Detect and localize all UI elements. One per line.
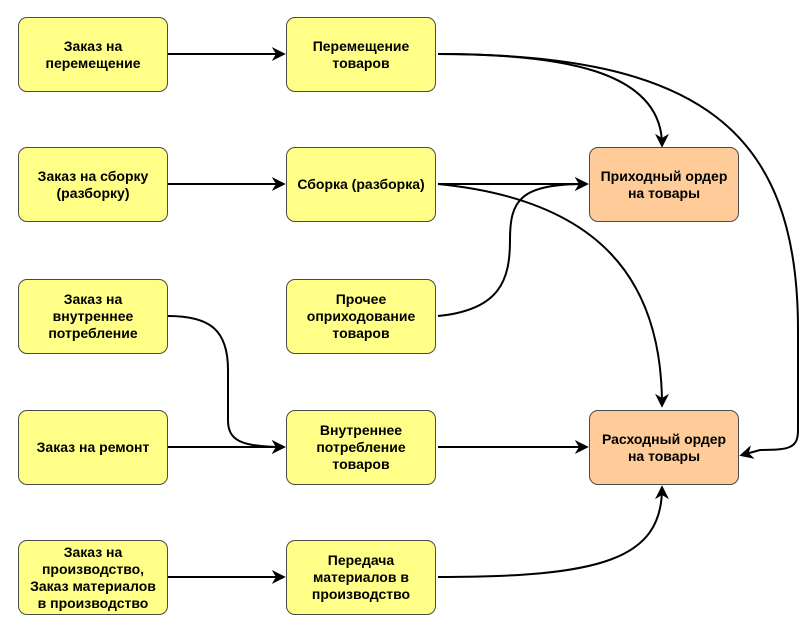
node-order-repair[interactable]: Заказ на ремонт	[18, 410, 168, 485]
node-other-receipt[interactable]: Прочее оприходование товаров	[286, 279, 436, 354]
edge-materials-transfer-to-expense-order	[437, 485, 669, 578]
node-assembly[interactable]: Сборка (разборка)	[286, 147, 436, 222]
node-order-transfer[interactable]: Заказ на перемещение	[18, 17, 168, 92]
edge-goods-transfer-to-receipt-order	[437, 53, 669, 148]
node-order-assembly[interactable]: Заказ на сборку (разборку)	[18, 147, 168, 222]
node-materials-transfer[interactable]: Передача материалов в производство	[286, 540, 436, 615]
node-expense-order[interactable]: Расходный ордер на товары	[589, 410, 739, 485]
node-receipt-order[interactable]: Приходный ордер на товары	[589, 147, 739, 222]
node-order-production[interactable]: Заказ на производство, Заказ материалов …	[18, 540, 168, 615]
edge-assembly-to-expense-order	[437, 183, 669, 408]
node-internal-consumption[interactable]: Внутреннее потребление товаров	[286, 410, 436, 485]
node-order-internal[interactable]: Заказ на внутреннее потребление	[18, 279, 168, 354]
node-goods-transfer[interactable]: Перемещение товаров	[286, 17, 436, 92]
edge-order-internal-to-internal-consumption	[167, 315, 286, 454]
edge-goods-transfer-to-expense-order	[437, 53, 799, 459]
edge-other-receipt-to-receipt-order	[437, 177, 589, 317]
